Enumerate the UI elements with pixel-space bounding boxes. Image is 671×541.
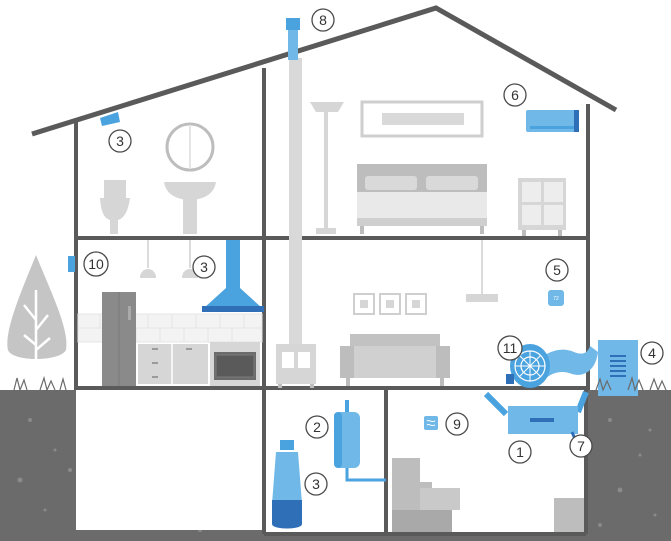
callout-label: 3 — [116, 133, 124, 149]
sofa-icon — [340, 334, 450, 386]
box-icon — [392, 458, 584, 532]
ceiling-light-icon — [466, 240, 498, 302]
callout-label: 2 — [313, 419, 321, 435]
tree-icon — [7, 255, 67, 388]
mirror-icon — [165, 122, 215, 172]
callout-5: 5 — [545, 258, 569, 282]
callout-9: 9 — [445, 412, 469, 436]
callout-6: 6 — [503, 83, 527, 107]
callout-3-kitchen: 3 — [192, 255, 216, 279]
callout-label: 10 — [88, 256, 104, 272]
wall-frames-icon — [353, 293, 427, 315]
dresser-icon — [518, 178, 566, 236]
water-heater-icon — [334, 400, 386, 482]
roof-vent-icon — [286, 18, 300, 60]
cabinet-icon — [138, 344, 208, 384]
callout-10: 10 — [83, 251, 109, 277]
refrigerator-icon — [102, 292, 136, 386]
callout-label: 3 — [200, 259, 208, 275]
callout-3-basement: 3 — [304, 472, 328, 496]
callout-2: 2 — [305, 415, 329, 439]
stove-icon — [276, 344, 316, 388]
callout-label: 7 — [577, 438, 585, 454]
callout-label: 11 — [503, 340, 518, 356]
roof-vent-stack — [286, 18, 302, 358]
range-hood-icon — [202, 240, 264, 312]
callout-label: 3 — [312, 476, 320, 492]
ac-unit-icon — [526, 110, 579, 132]
picture-frame-icon — [360, 100, 484, 138]
callout-1: 1 — [508, 440, 532, 464]
callout-8: 8 — [311, 8, 335, 32]
callout-label: 1 — [516, 444, 524, 460]
oven-icon — [210, 342, 260, 386]
toilet-icon — [100, 180, 130, 234]
callout-label: 4 — [648, 345, 656, 361]
wall-sensor-icon — [68, 256, 75, 272]
bed-icon — [357, 164, 487, 234]
callout-3-bathroom: 3 — [108, 129, 132, 153]
air-sensor-icon — [424, 416, 438, 430]
house-walls — [31, 5, 618, 390]
callout-label: 6 — [511, 87, 519, 103]
thermostat-icon: 72 — [548, 290, 564, 306]
callout-7: 7 — [569, 434, 593, 458]
callout-label: 8 — [319, 12, 327, 28]
dehumidifier-icon — [272, 440, 302, 529]
callout-11: 11 — [497, 335, 523, 361]
floor-lamp-icon — [310, 102, 344, 234]
sink-icon — [164, 182, 216, 234]
svg-text:72: 72 — [553, 296, 559, 302]
callout-4: 4 — [640, 341, 664, 365]
grass — [13, 375, 667, 392]
callout-label: 9 — [453, 416, 461, 432]
exhaust-fan-icon — [100, 112, 120, 126]
roof — [31, 5, 618, 137]
attic-interior — [76, 12, 588, 238]
callout-label: 5 — [553, 262, 561, 278]
